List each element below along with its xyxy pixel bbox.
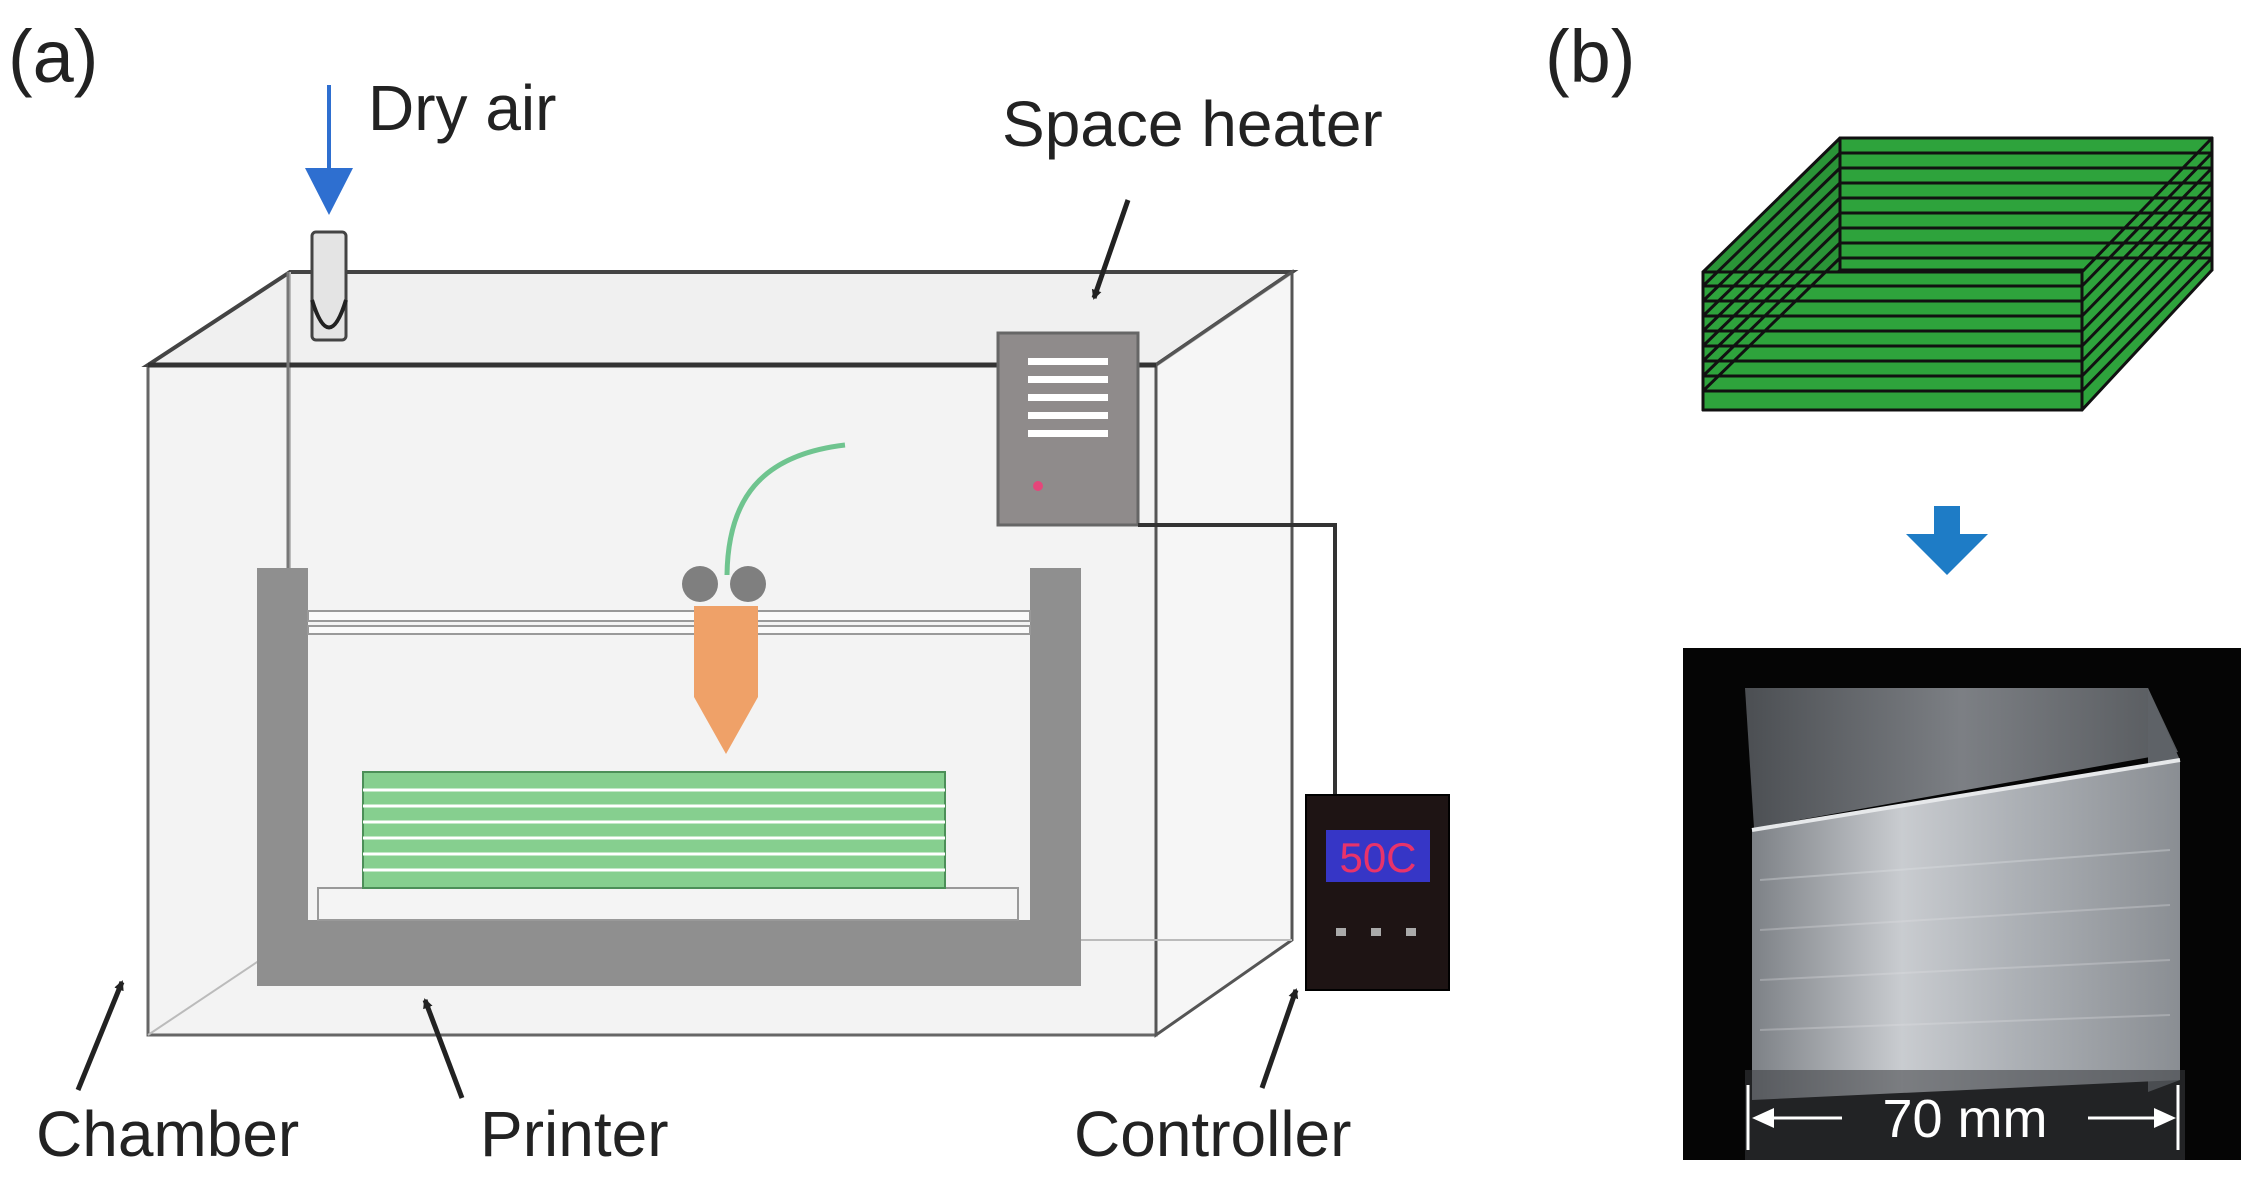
cup-back-rim xyxy=(1745,688,2178,828)
feed-roller xyxy=(682,566,718,602)
cup-reflection-base xyxy=(1745,1070,2185,1160)
cup-texture-line xyxy=(1759,904,2171,931)
down-arrow-shaft xyxy=(1934,506,1960,536)
box-layer-line xyxy=(2080,256,2214,393)
heater-grille-slot xyxy=(1028,430,1108,437)
box-layer-line xyxy=(1701,196,1842,333)
controller-body xyxy=(1305,794,1450,991)
box-layer-line xyxy=(1701,151,1842,288)
space-heater: Space heater xyxy=(996,88,1383,527)
box-layer-line xyxy=(1701,166,1842,303)
printer-pointer-arrow xyxy=(422,998,465,1099)
gantry-rail xyxy=(307,625,1031,635)
chamber-label: Chamber xyxy=(36,1098,299,1170)
panel-a-label: (a) xyxy=(8,15,98,98)
panel-a: (a) Dry air xyxy=(8,15,1450,1170)
space-heater-label: Space heater xyxy=(1002,88,1383,160)
gantry-rail xyxy=(307,610,1031,622)
controller-button xyxy=(1406,928,1416,936)
cup-front-wall xyxy=(1752,760,2180,1100)
box-layer-line xyxy=(2080,241,2214,378)
printer-bed xyxy=(317,887,1019,921)
air-tube xyxy=(310,230,348,342)
box-layer-line xyxy=(2080,166,2214,303)
box-layer-line xyxy=(1701,256,1842,393)
dry-air-label: Dry air xyxy=(368,72,556,144)
printer-right-post xyxy=(1030,568,1081,986)
air-tube-end xyxy=(310,299,348,330)
cup-rim-highlight xyxy=(1751,758,2181,832)
box-layer-line xyxy=(2080,196,2214,333)
dry-air-arrow-icon xyxy=(305,168,353,215)
box-layer-line xyxy=(1701,226,1842,363)
box-layer-line xyxy=(2080,151,2214,288)
dry-air-inlet: Dry air xyxy=(286,72,556,570)
controller-button xyxy=(1336,928,1346,936)
controller-cable xyxy=(1138,523,1337,795)
heater-grille-slot xyxy=(1028,376,1108,383)
printer-left-post xyxy=(257,568,308,986)
controller-display-value: 50C xyxy=(1339,834,1416,881)
print-head xyxy=(682,442,846,754)
box-layer-line xyxy=(1701,211,1842,348)
printer-label: Printer xyxy=(480,1098,669,1170)
box-model xyxy=(1701,136,2214,412)
box-layer-line xyxy=(1701,241,1842,378)
cup-texture-line xyxy=(1759,1014,2171,1031)
cup-texture-line xyxy=(1759,959,2171,981)
printer-base xyxy=(257,920,1081,986)
box-layer-line xyxy=(2080,211,2214,348)
dimension-arrow-left-icon xyxy=(1752,1108,1774,1128)
feed-roller xyxy=(730,566,766,602)
nozzle xyxy=(694,606,758,754)
heater-grille-slot xyxy=(1028,358,1108,365)
filament-strand xyxy=(724,442,846,576)
heater-grille-slot xyxy=(1028,412,1108,419)
chamber-pointer-arrow xyxy=(75,980,125,1091)
panel-b: (b) xyxy=(1545,15,2241,1160)
box-layer-line xyxy=(2080,226,2214,363)
controller-label: Controller xyxy=(1074,1098,1351,1170)
box-layer-line xyxy=(1701,181,1842,318)
controller-button xyxy=(1371,928,1381,936)
printed-cup-photo: 70 mm xyxy=(1683,648,2241,1160)
dimension-arrow-right-icon xyxy=(2154,1108,2176,1128)
down-arrow-icon xyxy=(1906,506,1988,575)
printer xyxy=(257,442,1081,986)
printed-part xyxy=(362,771,946,889)
controller-display xyxy=(1326,830,1430,882)
dimension-label: 70 mm xyxy=(1882,1089,2047,1149)
heater-grille-slot xyxy=(1028,394,1108,401)
heater-indicator-light xyxy=(1033,481,1043,491)
down-arrow-head xyxy=(1906,534,1988,575)
box-layer-line xyxy=(2080,181,2214,318)
space-heater-pointer-arrow xyxy=(1091,199,1131,300)
controller: 50C xyxy=(1305,794,1450,991)
cup-texture-line xyxy=(1759,849,2171,881)
controller-pointer-arrow xyxy=(1259,988,1299,1089)
panel-b-label: (b) xyxy=(1545,15,1635,98)
chamber-side-face xyxy=(1154,269,1294,1038)
